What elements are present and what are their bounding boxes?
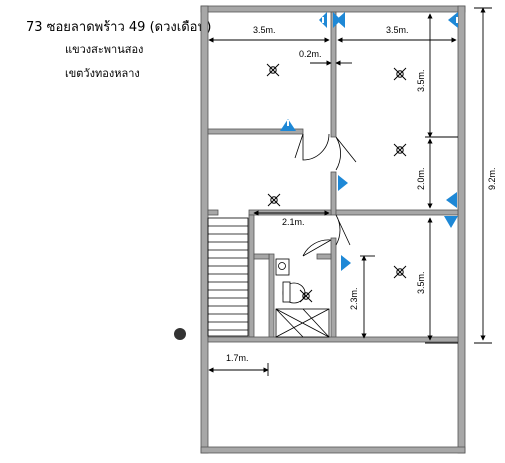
- dim-bedroom1: 3.5m.: [416, 69, 426, 92]
- dim-bedroom3: 3.5m.: [416, 271, 426, 294]
- address-line-3: เขตวังทองหลาง: [65, 67, 140, 80]
- outlet-glyphs: [287, 17, 458, 126]
- wall-center-upper: [330, 11, 337, 138]
- dim-top-right: 3.5m.: [386, 25, 409, 35]
- wall-balcony: [207, 336, 459, 343]
- door-bath: [302, 239, 332, 257]
- dim-bath: 2.3m.: [349, 287, 359, 310]
- wall-bath-left: [268, 253, 275, 340]
- outlet-icon: [446, 192, 457, 208]
- dimension-labels: 3.5m. 3.5m. 0.2m. 3.5m. 2.0m. 9.2m. 2.1m…: [226, 25, 497, 363]
- wall-outer-left: [200, 5, 209, 454]
- wall-bath-top-right: [316, 253, 332, 260]
- wall-stair-right: [248, 214, 255, 338]
- door-bedroom2: [335, 136, 357, 171]
- wall-bath-right: [330, 237, 337, 342]
- address-line-1: 73 ซอยลาดพร้าว 49 (ดวงเดือน): [26, 20, 212, 35]
- location-dot: [174, 328, 186, 340]
- stairs: [207, 217, 249, 337]
- dim-bedroom2: 2.0m.: [416, 167, 426, 190]
- door-bedroom1: [302, 133, 330, 161]
- wall-stair-top: [207, 209, 219, 216]
- walls: [200, 5, 466, 454]
- lamp-icon: [266, 63, 280, 77]
- wall-outer-bottom: [200, 446, 466, 454]
- lamp-icon: [393, 265, 407, 279]
- outlet-icon: [338, 175, 348, 191]
- bath-fixtures: [275, 258, 330, 338]
- door-bedroom3: [335, 214, 351, 246]
- wall-bedroom2-bottom: [335, 209, 459, 216]
- dim-hall: 2.1m.: [282, 217, 305, 227]
- wall-outer-right: [457, 5, 466, 454]
- doors: [294, 133, 357, 257]
- wall-outer-top: [200, 5, 466, 13]
- wall-bedroom1-bottom: [207, 128, 304, 135]
- lamp-icon: [393, 143, 407, 157]
- wall-hall-bottom: [248, 209, 332, 216]
- outlet-icon: [448, 12, 458, 28]
- dim-gap: 0.2m.: [299, 49, 322, 59]
- wall-center-middle: [330, 171, 337, 216]
- outlet-icon: [341, 255, 351, 271]
- lamp-icon: [393, 67, 407, 81]
- outlet-icon: [444, 216, 458, 228]
- dim-balcony: 1.7m.: [226, 353, 249, 363]
- outlet-icon: [336, 12, 345, 28]
- address-line-2: แขวงสะพานสอง: [65, 43, 144, 56]
- dim-top-left: 3.5m.: [253, 25, 276, 35]
- dimension-lines: [208, 7, 492, 376]
- wall-bath-top-stub: [253, 253, 270, 260]
- lamp-icon: [267, 193, 281, 207]
- dim-total: 9.2m.: [487, 167, 497, 190]
